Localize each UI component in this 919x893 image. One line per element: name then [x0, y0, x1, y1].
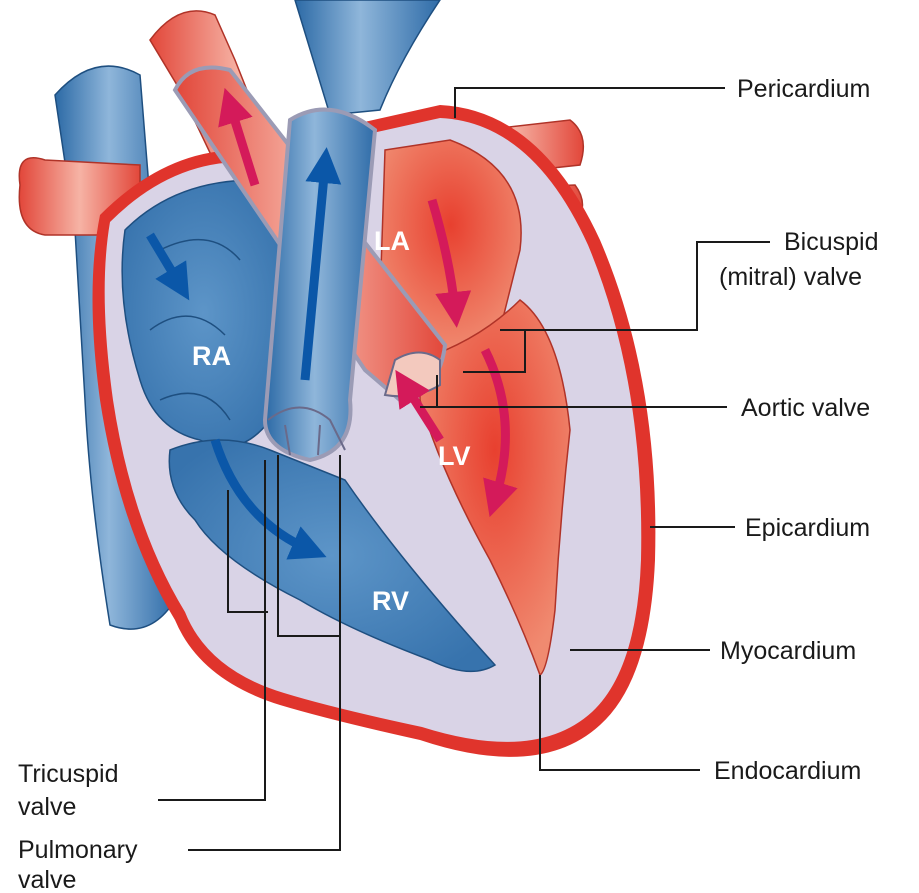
chamber-label-ra: RA	[192, 341, 231, 371]
label-endocardium: Endocardium	[714, 757, 861, 785]
pulmonary-artery-top	[295, 0, 440, 115]
label-bicuspid-line2: (mitral) valve	[719, 263, 862, 291]
chamber-label-la: LA	[374, 226, 410, 256]
leader-pericardium	[455, 88, 725, 118]
label-tricuspid-line2: valve	[18, 793, 76, 821]
label-pulmonary-line2: valve	[18, 866, 76, 893]
label-myocardium: Myocardium	[720, 637, 856, 665]
label-bicuspid-line1: Bicuspid	[784, 228, 879, 256]
label-pulmonary-line1: Pulmonary	[18, 836, 138, 864]
chamber-label-lv: LV	[438, 441, 471, 471]
label-tricuspid-line1: Tricuspid	[18, 760, 119, 788]
label-pericardium: Pericardium	[737, 75, 870, 103]
chamber-label-rv: RV	[372, 586, 409, 616]
label-epicardium: Epicardium	[745, 514, 870, 542]
label-aortic-valve: Aortic valve	[741, 394, 870, 422]
